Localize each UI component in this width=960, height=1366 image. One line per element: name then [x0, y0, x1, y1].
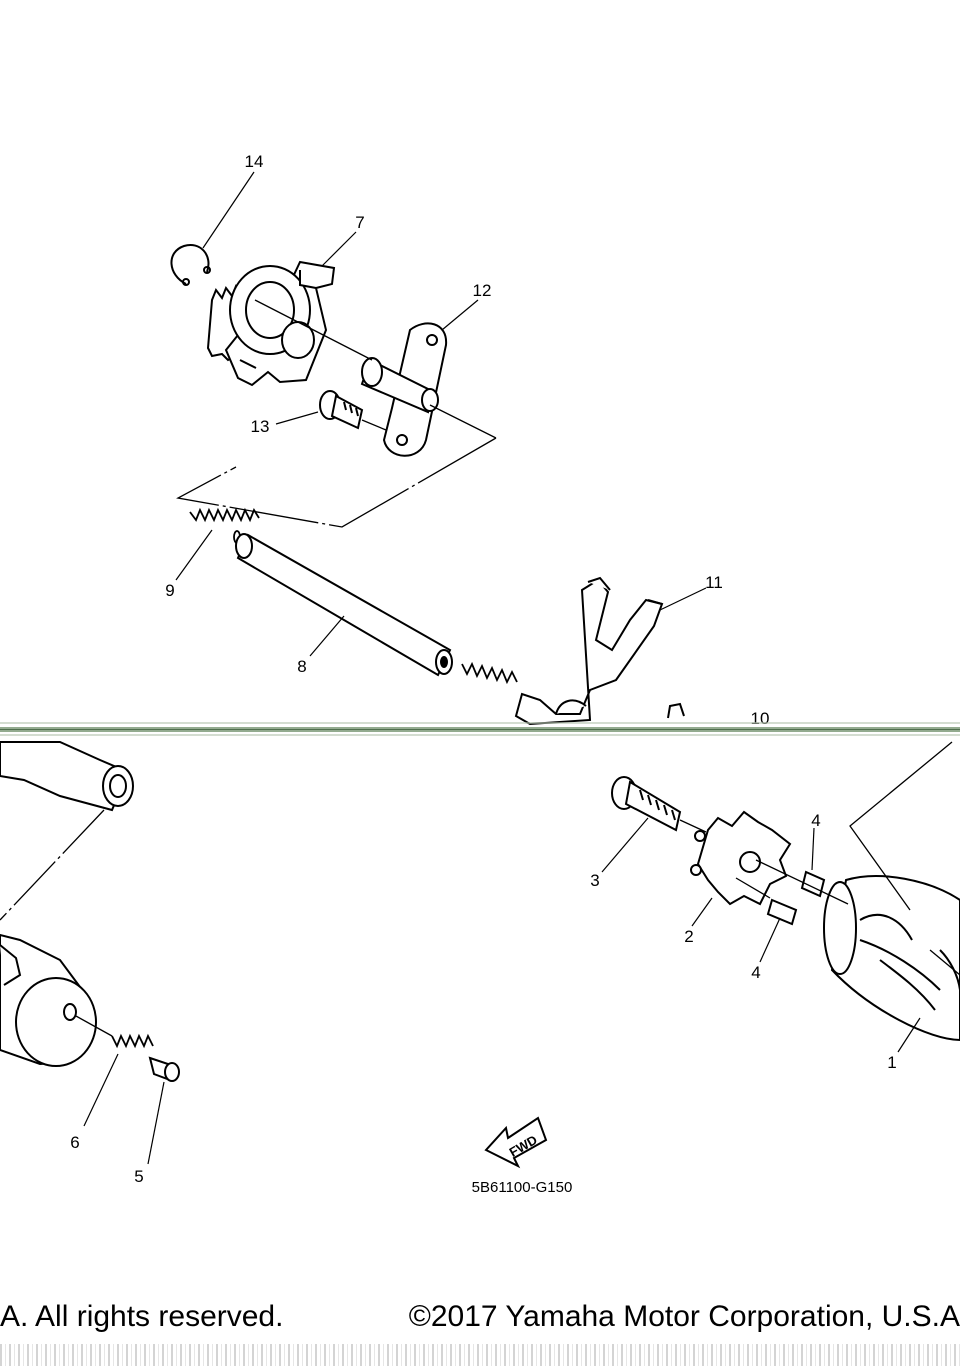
circlip-part-14 — [170, 243, 211, 286]
copyright-notice: ©2017 Yamaha Motor Corporation, U.S.A — [408, 1300, 960, 1333]
shift-shaft-part-8 — [235, 533, 453, 677]
fwd-arrow-icon: FWD — [484, 1116, 548, 1169]
callout-7: 7 — [355, 213, 364, 232]
callout-11: 11 — [705, 573, 723, 592]
spring-part-6 — [111, 1033, 154, 1049]
shift-fork-part-11 — [514, 576, 664, 726]
callout-9: 9 — [165, 581, 174, 600]
callout-leaders — [83, 171, 921, 1165]
callout-1: 1 — [887, 1053, 896, 1072]
callout-14: 14 — [245, 152, 264, 171]
segment-part-2 — [690, 810, 792, 906]
callout-5: 5 — [134, 1167, 143, 1186]
shift-guide-end-left — [0, 741, 134, 812]
callout-3: 3 — [590, 871, 599, 890]
scan-artifact-band — [0, 722, 960, 736]
callout-8: 8 — [297, 657, 306, 676]
callout-2: 2 — [684, 927, 693, 946]
callout-6: 6 — [70, 1133, 79, 1152]
assembly-axis-lines — [176, 299, 497, 528]
drum-end-left — [0, 933, 97, 1067]
screw-part-3 — [611, 776, 682, 832]
scan-artifact-bottom — [0, 1344, 960, 1366]
shift-drum-part-1 — [823, 875, 960, 1042]
spring-right — [461, 661, 518, 685]
callout-13: 13 — [251, 417, 270, 436]
segment-gear-part-7 — [206, 260, 336, 387]
bolt-part-13 — [319, 390, 364, 430]
shift-arm-part-12 — [360, 322, 448, 457]
pin-part-5 — [148, 1056, 180, 1082]
guide-pin-part-10 — [667, 702, 685, 719]
copyright-fragment: A. All rights reserved. — [0, 1300, 284, 1333]
left-axis-lines — [0, 809, 113, 1037]
callout-4-upper: 4 — [811, 811, 820, 830]
callout-labels: 14 7 12 13 9 8 11 10 4 3 2 4 1 6 5 — [70, 152, 896, 1186]
callout-4-lower: 4 — [751, 963, 760, 982]
drawing-code: 5B61100-G150 — [472, 1179, 573, 1196]
callout-12: 12 — [473, 281, 492, 300]
drum-axis-lines — [679, 741, 960, 976]
